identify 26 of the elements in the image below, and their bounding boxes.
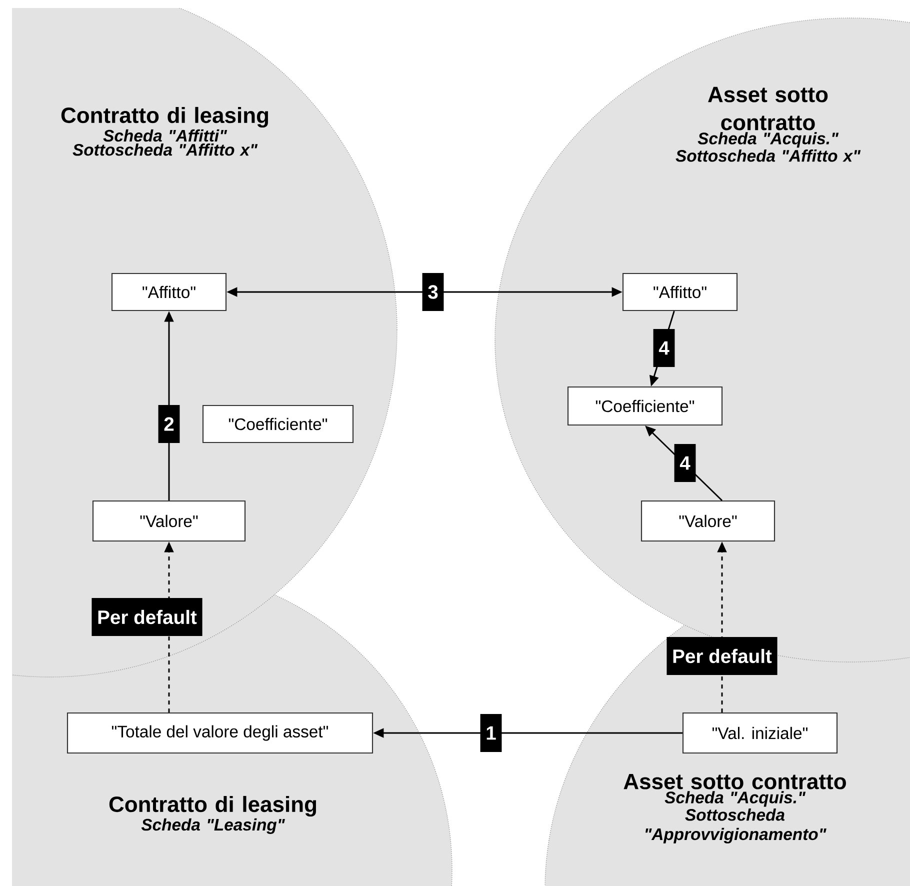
region-subtitle: Scheda "Leasing" — [141, 818, 285, 834]
region-subtitle: Scheda "Acquis." — [698, 132, 839, 148]
field-box: "Valore" — [92, 500, 246, 542]
field-box: "Coefficiente" — [567, 386, 723, 426]
region-heading: Contratto di leasing — [109, 796, 316, 817]
edge-label: 4 — [674, 444, 696, 482]
region-heading: Asset sotto contratto — [708, 86, 828, 130]
region-subtitle: Scheda "Acquis." — [664, 791, 806, 807]
region-subtitle: Sottoscheda "Affitto x" — [72, 144, 258, 156]
field-box: "Affitto" — [111, 272, 227, 312]
region-subtitle: Sottoscheda "Affitto x" — [676, 150, 861, 162]
edge-label: Per default — [666, 637, 778, 675]
region-heading: Asset sotto contratto — [624, 774, 846, 790]
field-box: "Coefficiente" — [202, 404, 354, 444]
field-box: "Val. iniziale" — [682, 712, 838, 754]
edge-label: Per default — [92, 598, 202, 636]
field-box: "Totale del valore degli asset" — [66, 712, 374, 754]
edge-label: 4 — [653, 329, 675, 367]
edge-label: 2 — [158, 405, 180, 443]
region-heading: Contratto di leasing — [61, 106, 268, 128]
region-subtitle: Scheda "Affitti" — [103, 129, 228, 142]
edge-label: 1 — [480, 714, 502, 752]
field-box: "Valore" — [640, 500, 776, 542]
region-subtitle: Sottoscheda "Approvvigionamento" — [646, 808, 826, 844]
edge-label: 3 — [422, 273, 444, 311]
field-box: "Affitto" — [622, 272, 738, 312]
